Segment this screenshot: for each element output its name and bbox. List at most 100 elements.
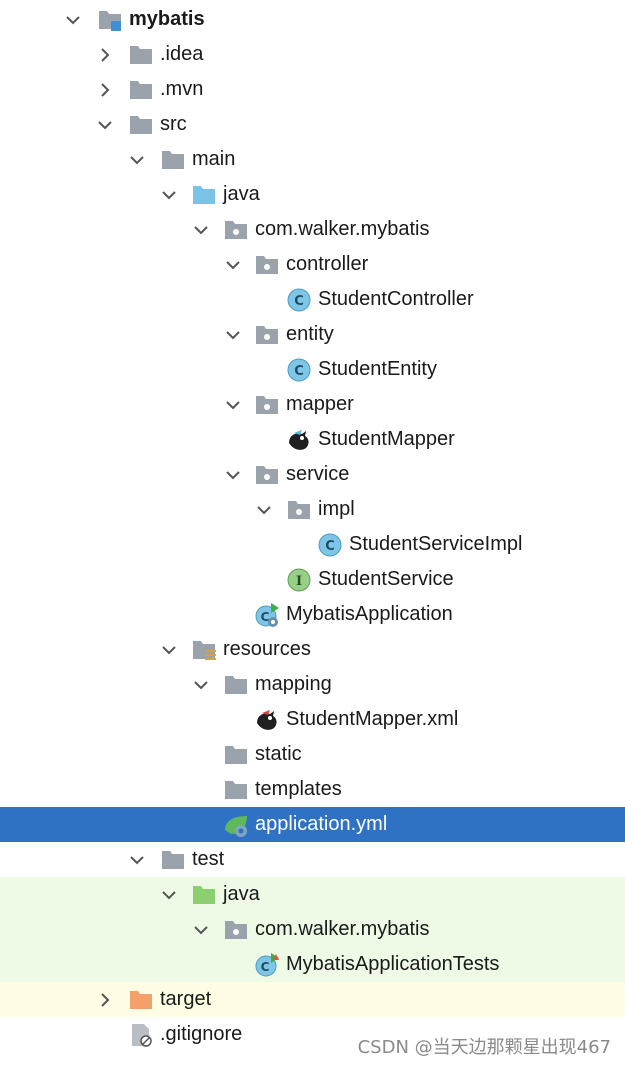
chevron-down-icon[interactable] [125,142,149,177]
chevron-down-icon[interactable] [221,317,245,352]
chevron-down-icon[interactable] [189,912,213,947]
class-icon: C [286,357,312,383]
tree-item-label: resources [223,638,311,660]
test-folder-icon [191,882,217,908]
chevron-down-icon[interactable] [221,457,245,492]
chevron-down-icon[interactable] [125,842,149,877]
tree-item-package-main[interactable]: com.walker.mybatis [0,212,625,247]
package-icon [254,322,280,348]
chevron-right-icon[interactable] [93,37,117,72]
tree-item-label: src [160,113,187,135]
tree-item-mvn[interactable]: .mvn [0,72,625,107]
spring-boot-class-icon: C [254,602,280,628]
tree-item-impl[interactable]: impl [0,492,625,527]
chevron-down-icon[interactable] [221,387,245,422]
tree-item-label: service [286,463,350,485]
tree-item-student-entity[interactable]: C StudentEntity [0,352,625,387]
tree-item-label: MybatisApplication [286,603,453,625]
tree-item-mybatis-application-tests[interactable]: C MybatisApplicationTests [0,947,625,982]
chevron-down-icon[interactable] [61,2,85,37]
tree-item-static[interactable]: static [0,737,625,772]
tree-item-entity[interactable]: entity [0,317,625,352]
folder-icon [223,672,249,698]
tree-item-main[interactable]: main [0,142,625,177]
tree-item-label: controller [286,253,369,275]
tree-item-label: StudentServiceImpl [349,533,523,555]
tree-item-label: impl [318,498,355,520]
tree-item-mapper[interactable]: mapper [0,387,625,422]
folder-icon [128,42,154,68]
folder-icon [223,777,249,803]
ignored-file-icon [128,1022,154,1048]
tree-item-label: test [192,848,225,870]
tree-item-label: .mvn [160,78,204,100]
tree-item-application-yml[interactable]: application.yml [0,807,625,842]
tree-item-label: application.yml [255,813,388,835]
tree-item-package-test[interactable]: com.walker.mybatis [0,912,625,947]
chevron-down-icon[interactable] [221,247,245,282]
tree-item-label: StudentController [318,288,474,310]
package-icon [254,392,280,418]
mybatis-bird-icon [286,427,312,453]
chevron-down-icon[interactable] [157,877,181,912]
svg-text:C: C [261,610,270,624]
chevron-down-icon[interactable] [189,212,213,247]
tree-item-student-mapper[interactable]: StudentMapper [0,422,625,457]
tree-item-resources[interactable]: resources [0,632,625,667]
tree-item-test-java[interactable]: java [0,877,625,912]
tree-item-java[interactable]: java [0,177,625,212]
tree-item-controller[interactable]: controller [0,247,625,282]
tree-item-label: StudentMapper [318,428,455,450]
tree-item-student-mapper-xml[interactable]: StudentMapper.xml [0,702,625,737]
folder-icon [160,847,186,873]
tree-item-student-controller[interactable]: C StudentController [0,282,625,317]
mybatis-xml-icon [254,707,280,733]
folder-icon [128,77,154,103]
tree-item-label: StudentEntity [318,358,437,380]
tree-item-mapping[interactable]: mapping [0,667,625,702]
excluded-folder-icon [128,987,154,1013]
tree-item-label: templates [255,778,342,800]
tree-item-label: java [223,183,260,205]
tree-item-student-service[interactable]: I StudentService [0,562,625,597]
package-icon [254,252,280,278]
tree-item-label: .idea [160,43,204,65]
tree-item-mybatis-application[interactable]: C MybatisApplication [0,597,625,632]
chevron-down-icon[interactable] [93,107,117,142]
tree-item-test[interactable]: test [0,842,625,877]
chevron-down-icon[interactable] [157,632,181,667]
folder-icon [160,147,186,173]
chevron-right-icon[interactable] [93,982,117,1017]
tree-item-service[interactable]: service [0,457,625,492]
tree-item-src[interactable]: src [0,107,625,142]
tree-item-label: entity [286,323,334,345]
chevron-right-icon[interactable] [93,72,117,107]
tree-item-label: com.walker.mybatis [255,218,430,240]
class-icon: C [286,287,312,313]
package-icon [223,917,249,943]
svg-text:I: I [296,574,302,589]
module-icon [97,7,123,33]
tree-item-student-service-impl[interactable]: C StudentServiceImpl [0,527,625,562]
tree-item-label: mapping [255,673,332,695]
tree-item-label: static [255,743,302,765]
tree-item-templates[interactable]: templates [0,772,625,807]
class-icon: C [317,532,343,558]
tree-item-target[interactable]: target [0,982,625,1017]
chevron-down-icon[interactable] [189,667,213,702]
tree-item-mybatis[interactable]: mybatis [0,2,625,37]
tree-item-idea[interactable]: .idea [0,37,625,72]
tree-item-gitignore[interactable]: .gitignore [0,1017,625,1052]
tree-item-label: main [192,148,236,170]
tree-item-label: mybatis [129,8,205,30]
chevron-down-icon[interactable] [157,177,181,212]
tree-item-label: StudentMapper.xml [286,708,459,730]
tree-item-label: StudentService [318,568,454,590]
tree-item-label: .gitignore [160,1023,243,1045]
tree-item-label: target [160,988,212,1010]
chevron-down-icon[interactable] [252,492,276,527]
tree-item-label: com.walker.mybatis [255,918,430,940]
spring-config-icon [223,812,249,838]
tree-item-label: java [223,883,260,905]
svg-text:C: C [294,294,304,309]
